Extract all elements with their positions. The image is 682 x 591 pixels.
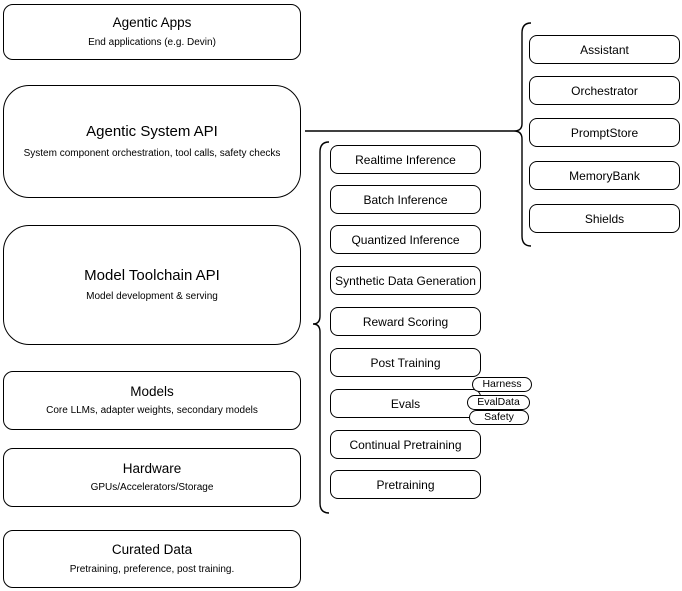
eval-tag-pill-evaldata: EvalData (467, 395, 530, 410)
layer-title: Models (130, 383, 174, 399)
system-component-box-assistant: Assistant (529, 35, 680, 64)
toolchain-api-box-continual-pretraining: Continual Pretraining (330, 430, 481, 459)
system-component-box-shields: Shields (529, 204, 680, 233)
components-brace (513, 22, 532, 247)
layer-subtitle: Core LLMs, adapter weights, secondary mo… (46, 405, 258, 417)
layer-subtitle: End applications (e.g. Devin) (88, 36, 216, 48)
layer-title: Agentic System API (86, 123, 218, 141)
toolchain-api-box-pretraining: Pretraining (330, 470, 481, 499)
layer-subtitle: GPUs/Accelerators/Storage (90, 482, 214, 494)
layer-subtitle: System component orchestration, tool cal… (23, 147, 281, 159)
toolchain-api-box-quantized-inference: Quantized Inference (330, 225, 481, 254)
layer-box-agentic-apps: Agentic Apps End applications (e.g. Devi… (3, 4, 301, 60)
layer-box-model-toolchain-api: Model Toolchain API Model development & … (3, 225, 301, 345)
layer-subtitle: Pretraining, preference, post training. (69, 563, 235, 575)
toolchain-api-box-batch-inference: Batch Inference (330, 185, 481, 214)
system-component-box-memorybank: MemoryBank (529, 161, 680, 190)
layer-title: Model Toolchain API (84, 266, 220, 284)
layer-box-models: Models Core LLMs, adapter weights, secon… (3, 371, 301, 430)
layer-title: Agentic Apps (112, 15, 192, 31)
toolchain-api-box-reward-scoring: Reward Scoring (330, 307, 481, 336)
layer-title: Curated Data (111, 542, 193, 558)
layer-box-agentic-system-api: Agentic System API System component orch… (3, 85, 301, 198)
layer-box-hardware: Hardware GPUs/Accelerators/Storage (3, 448, 301, 507)
toolchain-api-box-evals: Evals (330, 389, 481, 418)
layer-subtitle: Model development & serving (86, 291, 218, 303)
eval-tag-pill-safety: Safety (469, 410, 529, 425)
toolchain-api-box-synthetic-data-generation: Synthetic Data Generation (330, 266, 481, 295)
toolchain-api-box-post-training: Post Training (330, 348, 481, 377)
toolchain-api-box-realtime-inference: Realtime Inference (330, 145, 481, 174)
layer-title: Hardware (122, 460, 182, 476)
toolchain-brace (312, 141, 330, 514)
layer-box-curated-data: Curated Data Pretraining, preference, po… (3, 530, 301, 588)
system-component-box-orchestrator: Orchestrator (529, 76, 680, 105)
eval-tag-pill-harness: Harness (472, 377, 532, 392)
system-component-box-promptstore: PromptStore (529, 118, 680, 147)
